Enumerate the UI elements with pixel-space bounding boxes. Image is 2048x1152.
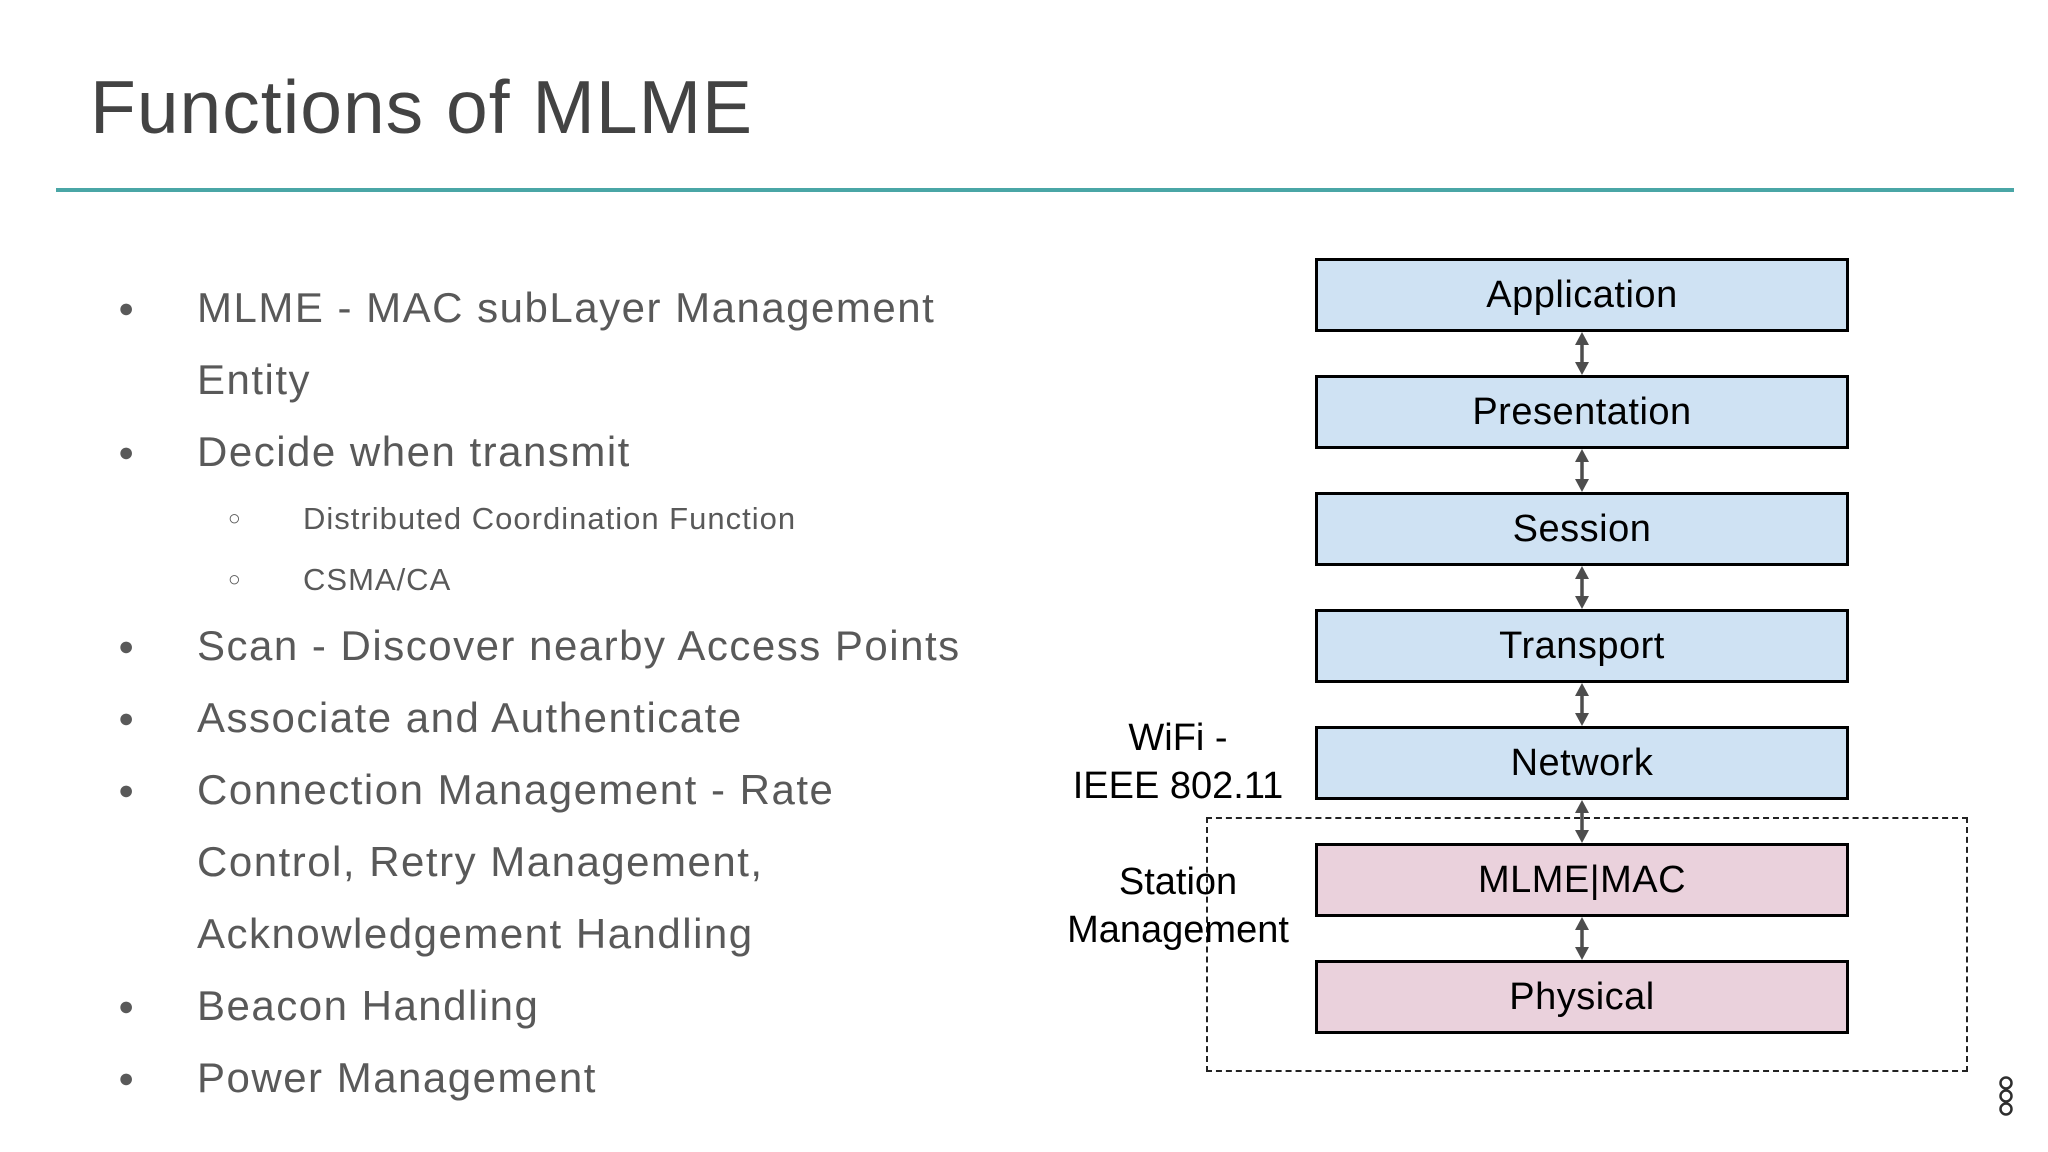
bullet-line: MLME - MAC subLayer Management	[197, 284, 936, 331]
double-arrow-icon	[1575, 683, 1589, 726]
layer-box-session: Session	[1315, 492, 1849, 566]
bullet-item: ○ Distributed Coordination Function	[228, 488, 1098, 549]
bullet-item: ● Decide when transmit	[118, 416, 1098, 488]
bullet-text: Associate and Authenticate	[197, 682, 743, 754]
bullet-line: Decide when transmit	[197, 428, 631, 475]
wifi-label: WiFi - IEEE 802.11	[1050, 714, 1306, 810]
layer-box-physical: Physical	[1315, 960, 1849, 1034]
slide-title: Functions of MLME	[90, 65, 754, 149]
station-management-dashed-box	[1206, 817, 1968, 1072]
layer-label: MLME|MAC	[1477, 858, 1687, 901]
bullet-line: Beacon Handling	[197, 982, 540, 1029]
double-arrow-icon	[1575, 332, 1589, 375]
bullet-text: Beacon Handling	[197, 970, 539, 1042]
bullet-text: Power Management	[197, 1042, 597, 1114]
bullet-line: Power Management	[197, 1054, 597, 1101]
layer-label: Application	[1486, 273, 1678, 316]
double-arrow-icon	[1575, 800, 1589, 843]
layer-box-application: Application	[1315, 258, 1849, 332]
station-label-line: Station	[1118, 861, 1238, 903]
bullet-dot-icon: ●	[118, 775, 136, 805]
layer-box-network: Network	[1315, 726, 1849, 800]
bullet-circle-icon: ○	[228, 507, 242, 530]
bullet-line: Acknowledgement Handling	[197, 910, 754, 957]
bullet-circle-icon: ○	[228, 568, 242, 591]
layer-box-mlme-mac: MLME|MAC	[1315, 843, 1849, 917]
bullet-line: Control, Retry Management,	[197, 838, 764, 885]
bullet-dot-icon: ●	[118, 437, 136, 467]
bullet-dot-icon: ●	[118, 631, 136, 661]
layer-label: Session	[1512, 507, 1652, 550]
bullet-text: CSMA/CA	[303, 549, 451, 610]
bullet-item: ● Power Management	[118, 1042, 1098, 1114]
double-arrow-icon	[1575, 917, 1589, 960]
bullet-item: ● Associate and Authenticate	[118, 682, 1098, 754]
bullet-line: Distributed Coordination Function	[303, 501, 797, 536]
bullet-dot-icon: ●	[118, 991, 136, 1021]
bullet-item: ● Scan - Discover nearby Access Points	[118, 610, 1098, 682]
wifi-label-line: WiFi -	[1128, 717, 1228, 759]
bullet-line: Connection Management - Rate	[197, 766, 835, 813]
bullet-item: ● Beacon Handling	[118, 970, 1098, 1042]
bullet-line: Entity	[197, 356, 312, 403]
layer-box-transport: Transport	[1315, 609, 1849, 683]
bullet-dot-icon: ●	[118, 293, 136, 323]
double-arrow-icon	[1575, 449, 1589, 492]
layer-label: Network	[1510, 741, 1654, 784]
bullet-text: Distributed Coordination Function	[303, 488, 796, 549]
bullet-dot-icon: ●	[118, 1063, 136, 1093]
bullet-item: ○ CSMA/CA	[228, 549, 1098, 610]
wifi-label-line: IEEE 802.11	[1072, 765, 1284, 807]
bullet-dot-icon: ●	[118, 703, 136, 733]
bullet-line: CSMA/CA	[303, 562, 452, 597]
double-arrow-icon	[1575, 566, 1589, 609]
bullet-text: Decide when transmit	[197, 416, 631, 488]
bullet-line: Associate and Authenticate	[197, 694, 743, 741]
bullet-text: Scan - Discover nearby Access Points	[197, 610, 961, 682]
layer-label: Physical	[1509, 975, 1655, 1018]
station-label-line: Management	[1067, 909, 1289, 951]
three-rings-icon	[1999, 1076, 2013, 1116]
layer-label: Transport	[1499, 624, 1665, 667]
bullet-line: Scan - Discover nearby Access Points	[197, 622, 961, 669]
layer-label: Presentation	[1472, 390, 1692, 433]
layer-box-presentation: Presentation	[1315, 375, 1849, 449]
title-divider	[56, 188, 2014, 192]
